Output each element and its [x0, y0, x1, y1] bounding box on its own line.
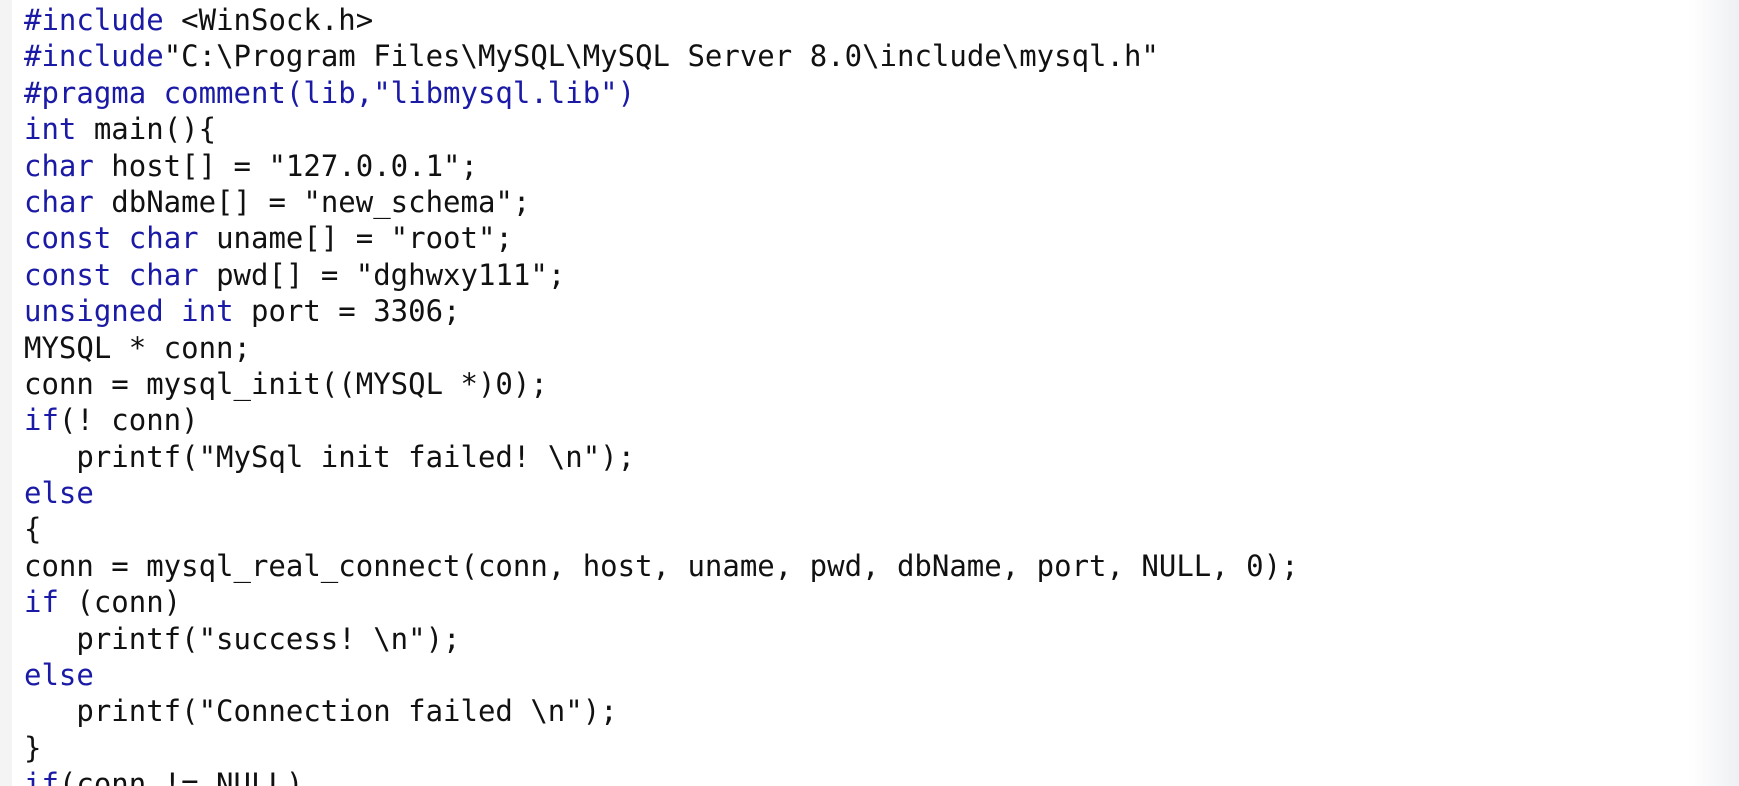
code-line[interactable]: MYSQL * conn; [24, 330, 1299, 366]
code-line[interactable]: if(! conn) [24, 402, 1299, 438]
code-token: host[] = "127.0.0.1"; [93, 148, 478, 183]
code-line[interactable]: char host[] = "127.0.0.1"; [24, 148, 1299, 184]
code-keyword: else [24, 658, 94, 693]
code-keyword: unsigned [24, 294, 164, 329]
code-line[interactable]: const char pwd[] = "dghwxy111"; [24, 257, 1299, 293]
code-line[interactable]: { [24, 511, 1299, 547]
code-keyword: else [24, 476, 94, 511]
code-line[interactable]: printf("MySql init failed! \n"); [24, 439, 1299, 475]
code-line[interactable]: int main(){ [24, 111, 1299, 147]
code-line[interactable]: else [24, 657, 1299, 693]
code-token: uname[] = "root"; [198, 221, 513, 256]
code-line[interactable]: #include"C:\Program Files\MySQL\MySQL Se… [24, 38, 1299, 74]
code-token: MYSQL * conn; [24, 330, 251, 365]
code-keyword: if [24, 767, 59, 786]
code-token: <WinSock.h> [163, 3, 374, 37]
code-token: (! conn) [58, 403, 199, 438]
code-keyword: char [128, 257, 199, 292]
code-line[interactable]: else [24, 475, 1299, 511]
code-keyword: char [24, 148, 94, 183]
code-line[interactable]: } [24, 730, 1299, 766]
code-keyword: #pragma comment(lib,"libmysql.lib") [24, 75, 636, 110]
code-token: dbName[] = "new_schema"; [93, 184, 531, 219]
code-token: "C:\Program Files\MySQL\MySQL Server 8.0… [163, 39, 1159, 74]
code-area[interactable]: #include <WinSock.h>#include"C:\Program … [24, 2, 1299, 786]
code-keyword: #include [24, 3, 164, 37]
code-token: port = 3306; [233, 294, 461, 329]
editor-gutter [0, 0, 12, 786]
code-keyword: char [128, 221, 199, 256]
code-token [164, 294, 181, 328]
code-token [111, 221, 128, 255]
code-token: { [24, 512, 42, 547]
code-token: (conn != NULL) [58, 767, 304, 786]
code-line[interactable]: conn = mysql_real_connect(conn, host, un… [24, 548, 1299, 584]
code-line[interactable]: if(conn != NULL) [24, 766, 1299, 786]
code-keyword: char [24, 184, 94, 219]
code-token: } [24, 730, 42, 765]
code-token: pwd[] = "dghwxy111"; [198, 257, 566, 292]
code-line[interactable]: #include <WinSock.h> [24, 2, 1299, 38]
code-line[interactable]: #pragma comment(lib,"libmysql.lib") [24, 75, 1299, 111]
code-token: main(){ [76, 112, 217, 147]
code-keyword: if [24, 403, 59, 438]
code-line[interactable]: conn = mysql_init((MYSQL *)0); [24, 366, 1299, 402]
code-token: (conn) [58, 585, 182, 620]
code-line[interactable]: unsigned int port = 3306; [24, 293, 1299, 329]
code-line[interactable]: if (conn) [24, 584, 1299, 620]
code-keyword: const [24, 221, 112, 256]
code-line[interactable]: const char uname[] = "root"; [24, 220, 1299, 256]
code-keyword: #include [24, 39, 164, 74]
code-token [111, 258, 128, 292]
code-line[interactable]: printf("success! \n"); [24, 621, 1299, 657]
editor-right-edge [1689, 0, 1739, 786]
code-line[interactable]: char dbName[] = "new_schema"; [24, 184, 1299, 220]
code-keyword: if [24, 585, 59, 620]
code-token: printf("MySql init failed! \n"); [24, 439, 636, 474]
code-token: printf("Connection failed \n"); [24, 694, 618, 729]
code-token: conn = mysql_init((MYSQL *)0); [24, 366, 548, 401]
code-line[interactable]: printf("Connection failed \n"); [24, 693, 1299, 729]
code-keyword: const [24, 257, 112, 292]
code-keyword: int [181, 294, 234, 329]
code-keyword: int [24, 112, 77, 147]
code-token: conn = mysql_real_connect(conn, host, un… [24, 548, 1299, 583]
code-token: printf("success! \n"); [24, 621, 461, 656]
